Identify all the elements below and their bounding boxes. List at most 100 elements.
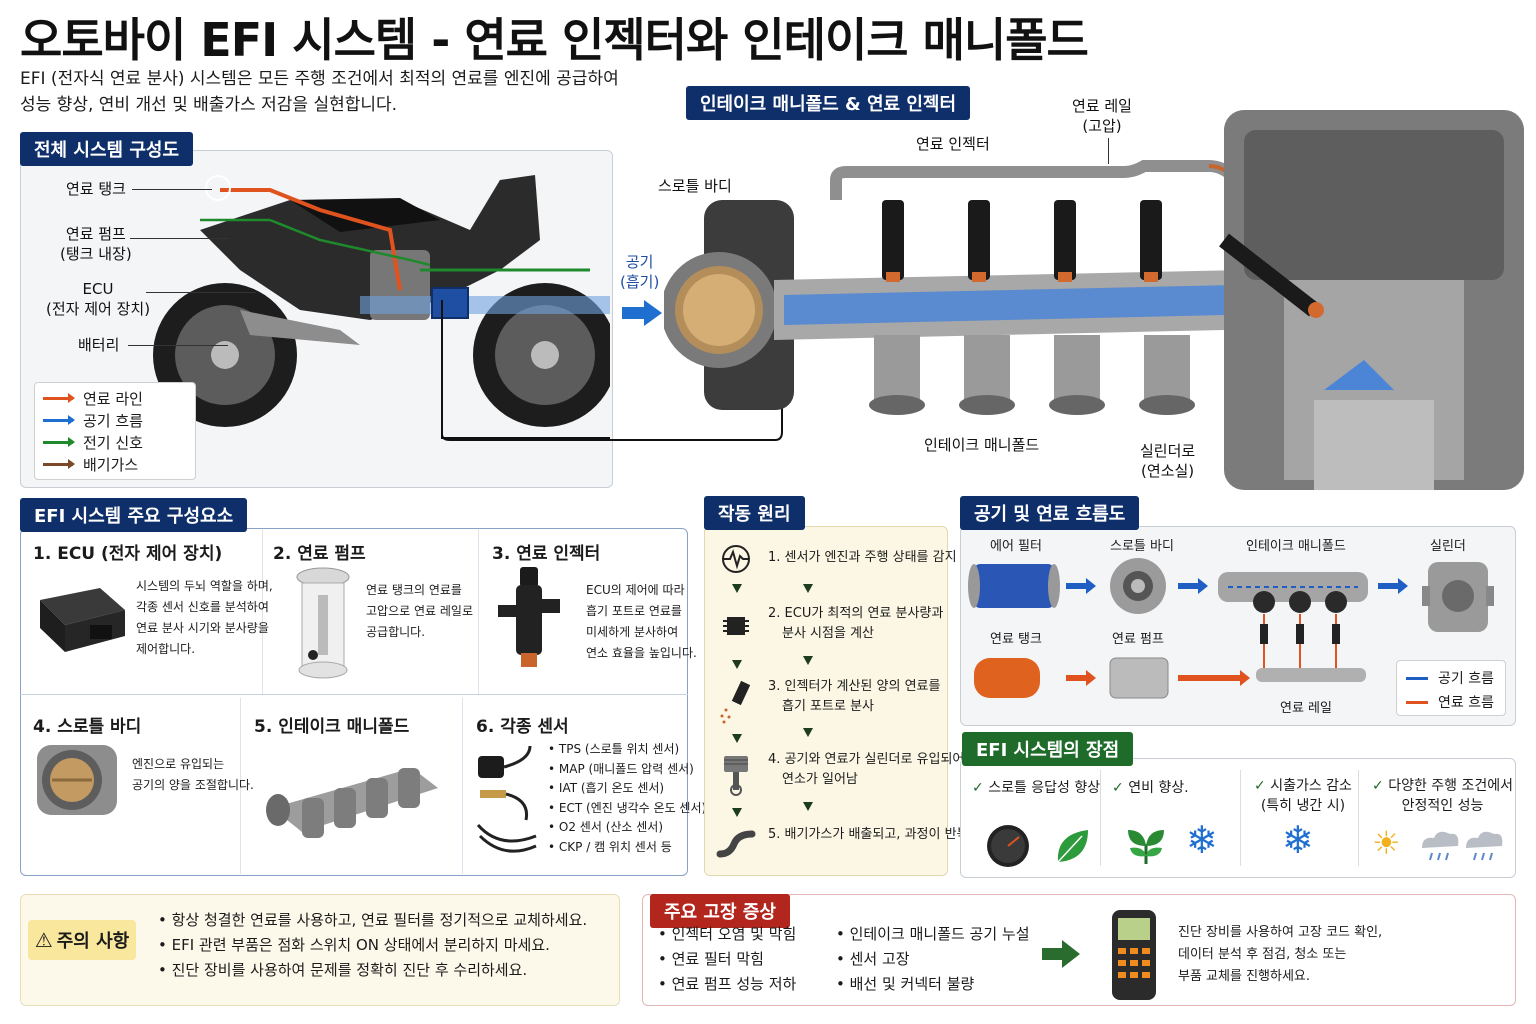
divider — [1240, 770, 1241, 866]
speedometer-icon — [987, 825, 1029, 867]
leader-line — [1108, 138, 1109, 164]
component-title-sensors: 6. 각종 센서 — [476, 717, 569, 737]
injector-spray-icon — [720, 680, 751, 724]
flow-legend-fuel: 연료 흐름 — [1406, 692, 1494, 712]
fault-item: 인젝터 오염 및 막힘 — [658, 922, 797, 947]
blue-arrow-icon — [1406, 676, 1428, 680]
green-arrow-icon — [1042, 940, 1080, 968]
label-throttle-body: 스로틀 바디 — [658, 177, 732, 195]
green-arrow-icon — [43, 436, 75, 447]
principle-step-1: 1. 센서가 엔진과 주행 상태를 감지 — [768, 550, 957, 565]
advantages-tag: EFI 시스템의 장점 — [962, 732, 1134, 766]
down-arrow-icon — [732, 660, 742, 669]
sun-icon: ☀ — [1372, 824, 1401, 862]
ecu-unit-icon — [40, 588, 125, 652]
divider — [478, 530, 479, 694]
sensors-icon — [476, 745, 537, 853]
label-ecu: ECU(전자 제어 장치) — [46, 280, 151, 318]
intro-line-2: 성능 향상, 연비 개선 및 배출가스 저감을 실현합니다. — [20, 95, 398, 115]
caution-item: 진단 장비를 사용하여 문제를 정확히 진단 후 수리하세요. — [158, 958, 587, 983]
sensor-wave-icon — [722, 545, 750, 573]
intake-manifold-icon — [266, 768, 438, 838]
overview-tag: 전체 시스템 구성도 — [20, 132, 194, 166]
advantage-throttle-response: ✓ 스로틀 응답성 향상 — [972, 780, 1101, 796]
leader-line — [130, 238, 230, 239]
label-battery: 배터리 — [78, 336, 120, 354]
label-fuel-tank: 연료 탱크 — [66, 180, 126, 198]
brown-arrow-icon — [43, 458, 75, 469]
flow-legend-air: 공기 흐름 — [1406, 668, 1494, 688]
flow-label-manifold: 인테이크 매니폴드 — [1246, 539, 1346, 554]
warning-icon: ⚠ — [34, 928, 53, 952]
fuel-pump-icon — [296, 567, 350, 679]
legend-electric-signal: 전기 신호 — [43, 431, 187, 453]
faults-list-2: 인테이크 매니폴드 공기 누설 센서 고장 배선 및 커넥터 불량 — [836, 922, 1030, 997]
piston-icon — [724, 756, 748, 796]
down-arrow-icon — [732, 584, 742, 593]
down-arrow-icon — [803, 656, 813, 665]
overview-legend: 연료 라인 공기 흐름 전기 신호 배기가스 — [34, 382, 196, 480]
label-air-intake: 공기(흡기) — [620, 253, 660, 291]
label-fuel-pump: 연료 펌프(탱크 내장) — [60, 225, 132, 263]
label-to-cylinder: 실린더로(연소실) — [1140, 442, 1196, 480]
intake-tag: 인테이크 매니폴드 & 연료 인젝터 — [686, 86, 971, 120]
intro-line-1: EFI (전자식 연료 분사) 시스템은 모든 주행 조건에서 최적의 연료를 … — [20, 69, 619, 89]
caution-list: 항상 청결한 연료를 사용하고, 연료 필터를 정기적으로 교체하세요. EFI… — [158, 908, 588, 983]
intake-manifold-illustration — [664, 110, 1524, 490]
flow-diagram — [968, 558, 1408, 699]
fuel-injector-icon — [498, 567, 560, 667]
down-arrow-icon — [803, 584, 813, 593]
leaf-icon — [1057, 830, 1088, 863]
caution-item: EFI 관련 부품은 점화 스위치 ON 상태에서 분리하지 마세요. — [158, 933, 587, 958]
down-arrow-icon — [803, 728, 813, 737]
sensor-item: MAP (매니폴드 압력 센서) — [548, 760, 706, 780]
caution-item: 항상 청결한 연료를 사용하고, 연료 필터를 정기적으로 교체하세요. — [158, 908, 588, 933]
ecu-cable — [441, 300, 783, 441]
sensor-item: TPS (스로틀 위치 센서) — [548, 740, 706, 760]
flow-label-rail: 연료 레일 — [1280, 701, 1332, 716]
rain-cloud-icons — [1422, 831, 1503, 861]
principle-tag: 작동 원리 — [704, 496, 805, 530]
check-icon: ✓ — [1254, 778, 1266, 794]
flow-label-throttle: 스로틀 바디 — [1110, 539, 1174, 554]
advantage-stability: ✓ 다양한 주행 조건에서 안정적인 성능 — [1372, 778, 1514, 814]
orange-arrow-icon — [1406, 700, 1428, 704]
check-icon: ✓ — [1372, 778, 1384, 794]
chip-icon — [723, 617, 749, 635]
label-injector: 연료 인젝터 — [916, 135, 990, 153]
fault-item: 연료 펌프 성능 저하 — [658, 972, 797, 997]
legend-air-flow: 공기 흐름 — [43, 409, 187, 431]
snowflake-icon: ❄ — [1186, 818, 1218, 862]
label-intake-manifold: 인테이크 매니폴드 — [924, 436, 1040, 454]
component-title-ecu: 1. ECU (전자 제어 장치) — [33, 544, 223, 564]
sensor-list: TPS (스로틀 위치 센서) MAP (매니폴드 압력 센서) IAT (흡기… — [548, 740, 706, 858]
divider — [240, 698, 241, 874]
down-arrow-icon — [803, 802, 813, 811]
check-icon: ✓ — [1112, 780, 1124, 796]
principle-step-5: 5. 배기가스가 배출되고, 과정이 반복 — [768, 827, 969, 842]
blue-arrow-icon — [43, 414, 75, 425]
faults-list-1: 인젝터 오염 및 막힘 연료 필터 막힘 연료 펌프 성능 저하 — [658, 922, 797, 997]
divider — [1358, 770, 1359, 866]
diagnostic-scanner-icon — [1112, 910, 1156, 1000]
fault-item: 센서 고장 — [836, 947, 1030, 972]
component-title-fuel-pump: 2. 연료 펌프 — [273, 544, 366, 564]
advantage-emission: ✓ 시출가스 감소 (특히 냉간 시) — [1254, 778, 1352, 814]
plant-leaves-icon — [1128, 830, 1164, 864]
sensor-item: IAT (흡기 온도 센서) — [548, 779, 706, 799]
down-arrow-icon — [732, 808, 742, 817]
caution-badge: ⚠ 주의 사항 — [28, 920, 136, 960]
page-title: 오토바이 EFI 시스템 - 연료 인젝터와 인테이크 매니폴드 — [20, 13, 1089, 67]
fault-item: 배선 및 커넥터 불량 — [836, 972, 1030, 997]
flow-tag: 공기 및 연료 흐름도 — [960, 496, 1140, 530]
divider — [20, 694, 688, 695]
flow-cylinder-icon — [1422, 562, 1494, 632]
flow-label-pump: 연료 펌프 — [1112, 632, 1164, 647]
